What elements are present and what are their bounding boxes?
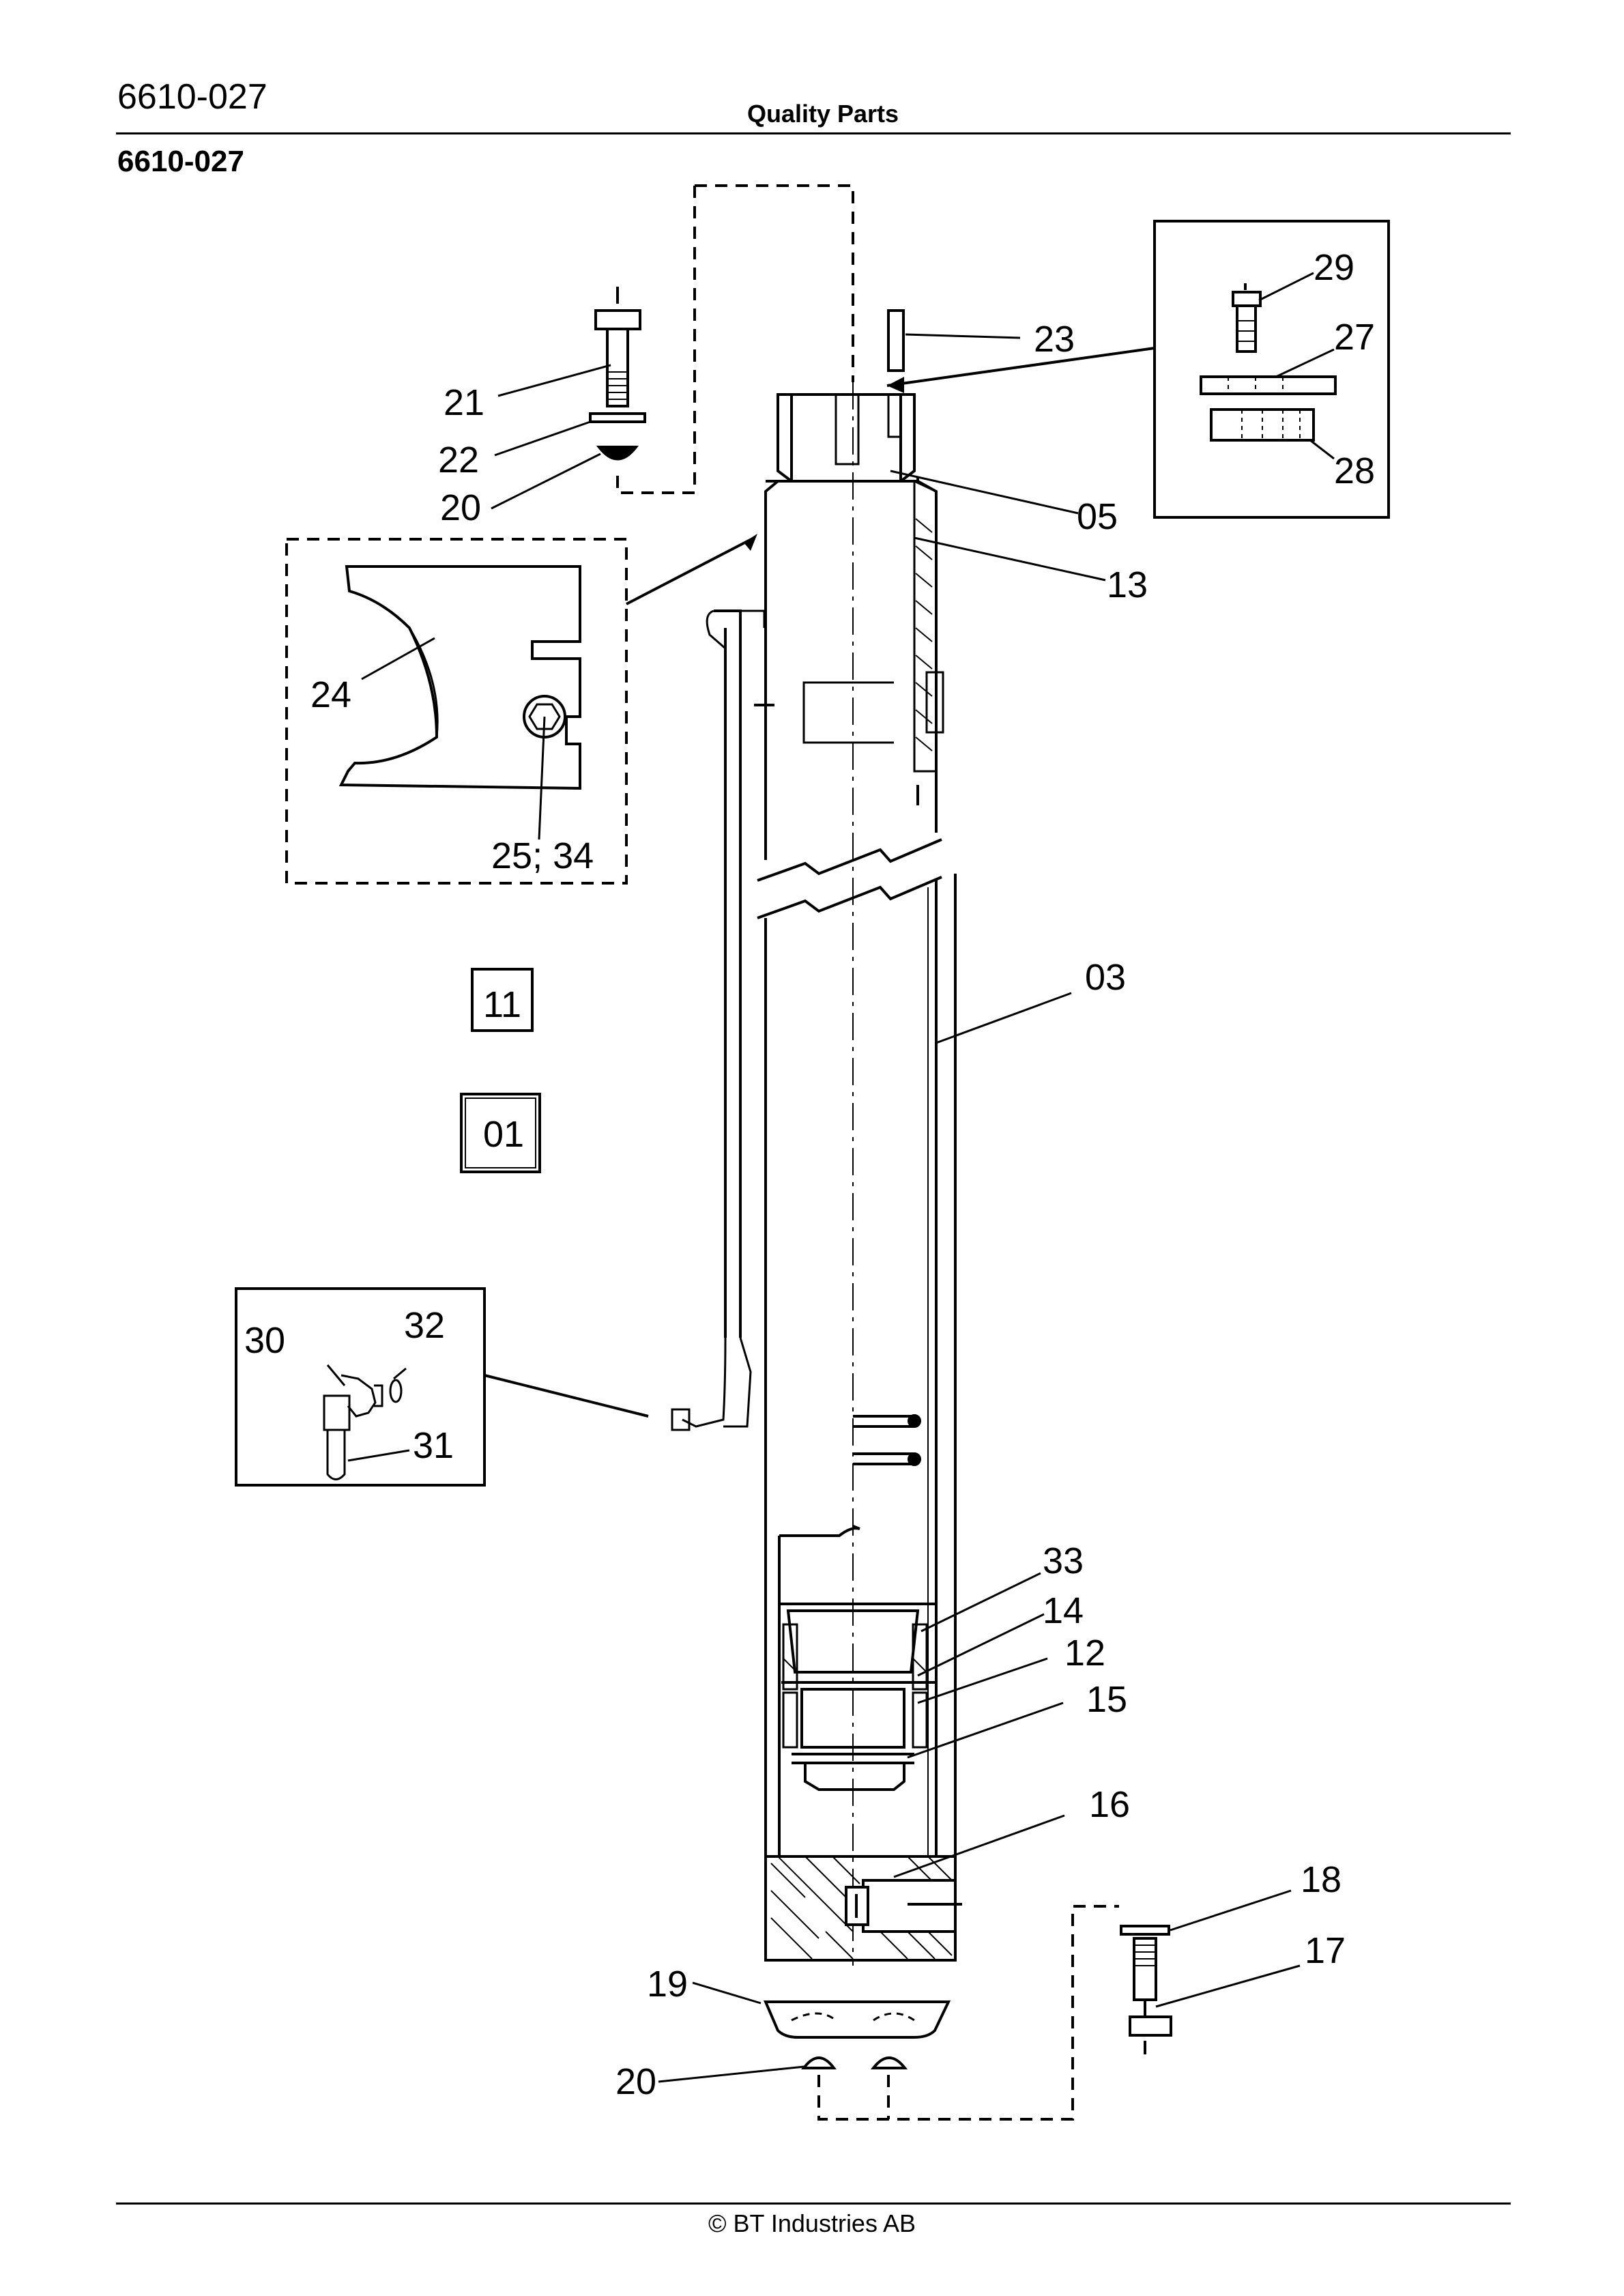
label-32: 32 [404, 1305, 445, 1346]
label-20-top: 20 [440, 487, 481, 528]
document-code: 6610-027 [117, 77, 267, 117]
bolt-and-washer [1120, 1925, 1172, 2054]
pin [887, 309, 905, 372]
label-19: 19 [647, 1964, 688, 2005]
label-20-bottom: 20 [615, 2061, 656, 2102]
callout-box-11 [471, 968, 534, 1032]
label-17: 17 [1305, 1930, 1346, 1971]
label-13: 13 [1107, 564, 1148, 605]
bottom-cap [763, 2000, 951, 2039]
label-28: 28 [1334, 450, 1375, 491]
header-rule [116, 132, 1511, 134]
label-33: 33 [1043, 1540, 1084, 1581]
grease-nipple-a [801, 2056, 837, 2069]
grease-nipple-b [870, 2056, 908, 2069]
label-25-34: 25; 34 [491, 835, 594, 876]
label-27: 27 [1334, 317, 1375, 358]
label-21: 21 [444, 382, 484, 423]
label-15: 15 [1086, 1679, 1127, 1720]
label-31: 31 [413, 1425, 454, 1466]
label-23: 23 [1034, 319, 1075, 360]
label-24: 24 [310, 674, 351, 715]
cylinder-assembly [754, 382, 962, 1966]
label-12: 12 [1064, 1633, 1105, 1674]
page-title: Quality Parts [746, 100, 899, 128]
callout-labels: 29 27 28 23 21 22 20 05 13 24 25; 34 03 … [244, 247, 1375, 2102]
label-16: 16 [1089, 1784, 1130, 1825]
label-05: 05 [1077, 496, 1118, 537]
footer-rule [116, 2202, 1511, 2205]
inset-box-plate [285, 538, 628, 885]
label-30: 30 [244, 1320, 285, 1361]
top-bolt-group [589, 287, 646, 461]
leader-lines [326, 272, 1335, 2083]
inset-box-elbow [235, 1287, 486, 1487]
label-14: 14 [1043, 1590, 1084, 1631]
label-29: 29 [1314, 247, 1354, 288]
label-03: 03 [1085, 957, 1126, 998]
diagram-code: 6610-027 [117, 145, 244, 178]
inset-box-fasteners [1153, 220, 1390, 519]
footer-copyright: © BT Industries AB [708, 2209, 916, 2237]
label-18: 18 [1301, 1859, 1342, 1900]
label-11: 11 [483, 984, 521, 1025]
dashed-guide-top [695, 184, 854, 382]
hydraulic-tube [714, 609, 742, 1338]
callout-box-01 [460, 1093, 541, 1173]
label-01: 01 [483, 1114, 524, 1155]
label-22: 22 [438, 440, 479, 480]
